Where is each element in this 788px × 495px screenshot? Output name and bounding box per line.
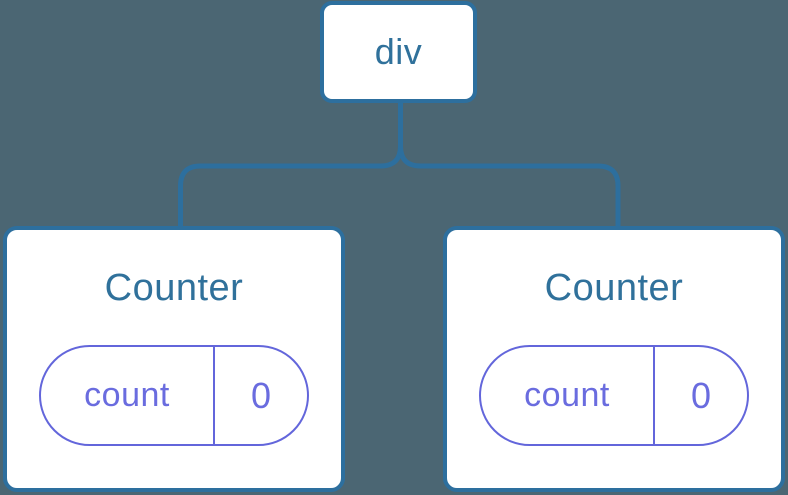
state-value: 0	[213, 347, 307, 444]
state-value: 0	[653, 347, 747, 444]
connector-branch-left	[178, 100, 403, 236]
counter-card-left: Counter count 0	[3, 226, 345, 492]
connector-branch-right	[398, 100, 621, 236]
counter-card-right: Counter count 0	[443, 226, 785, 492]
counter-title: Counter	[104, 267, 244, 309]
state-key: count	[524, 376, 610, 414]
state-pill: count 0	[39, 345, 309, 446]
counter-title: Counter	[544, 267, 684, 309]
root-node-label: div	[374, 31, 423, 72]
root-node: div	[320, 1, 477, 103]
state-key: count	[84, 376, 170, 414]
state-pill: count 0	[479, 345, 749, 446]
